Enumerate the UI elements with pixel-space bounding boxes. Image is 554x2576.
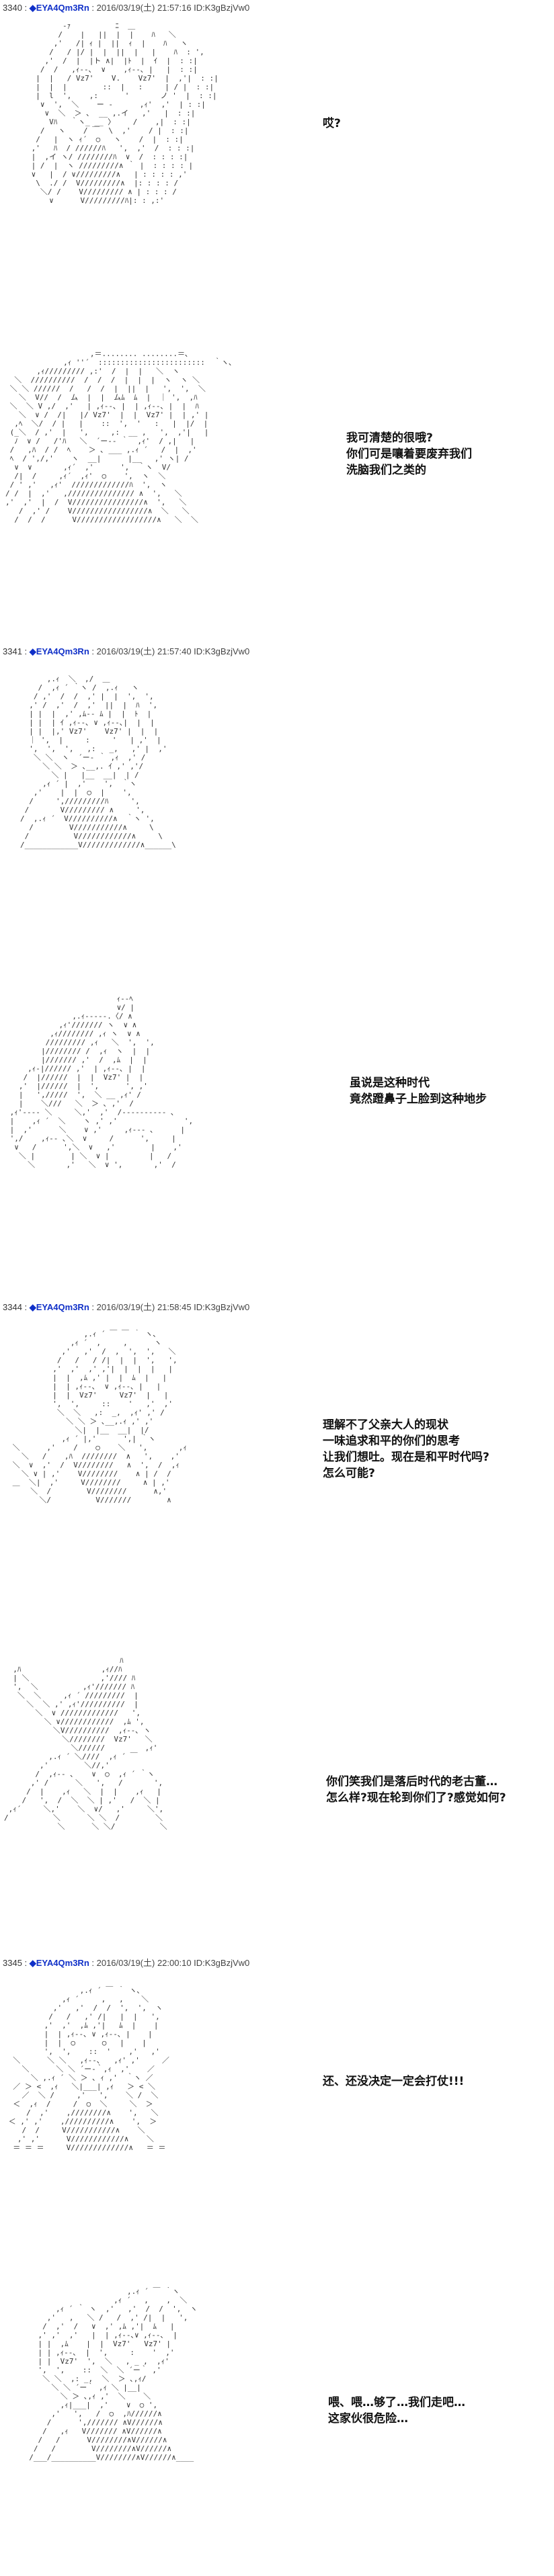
- post-number[interactable]: 3340: [3, 3, 22, 13]
- ascii-art: -ｧ ﾆ ＿ / | || | | ﾊ ＼ ,' /| ｨ | || ｨ | ﾊ…: [31, 22, 219, 205]
- ascii-art: ,.ｨ ´ ￣ ｀ ヽ､ ,ｨ ´ , , ＼ ,' ,' / / ', ', …: [8, 1986, 169, 2152]
- aa-panel: ,.ｨ ´ ￣ ｀ヽ ,ｨ ´ , , ＼ ,ｨ ´ ｀ ヽ ,' ,' / /…: [0, 2279, 554, 2576]
- speech-text: 还、还没决定一定会打仗!!!: [323, 2075, 465, 2088]
- ascii-art: ﾊ ,ﾊ ,ｨ//ﾊ | ＼ ,'//// ﾊ ', ＼ ,ｨ'/////// …: [4, 1656, 167, 1831]
- post-timestamp: 2016/03/19(土) 22:00:10 ID:K3gBzjVw0: [96, 1958, 250, 1968]
- speech-text: 喂、喂…够了…我们走吧… 这家伙很危险…: [328, 2396, 465, 2425]
- speech-text: 我可清楚的很哦? 你们可是嚷着要废弃我们 洗脑我们之类的: [346, 431, 472, 477]
- post-number[interactable]: 3341: [3, 646, 22, 656]
- speech-text: 你们笑我们是落后时代的老古董… 怎么样?现在轮到你们了?感觉如何?: [326, 1775, 506, 1805]
- post-number[interactable]: 3345: [3, 1958, 22, 1968]
- post-3344: 3344 : ◆EYA4Qm3Rn : 2016/03/19(土) 21:58:…: [0, 1300, 554, 1957]
- aa-panel: ｨ‐‐ﾍ ∨/ | ,.ｨ‐‐‐‐‐.〈/ ∧ ,ｨ'/////// ヽ ∨ ∧…: [0, 981, 554, 1297]
- poster-name[interactable]: ◆EYA4Qm3Rn: [29, 3, 89, 13]
- post-3341: 3341 : ◆EYA4Qm3Rn : 2016/03/19(土) 21:57:…: [0, 645, 554, 1300]
- aa-panel: ,.ｨ ´ ￣ ￣ ｀ ヽ、 ,ｨ ´ , , ヽ ,' ,' / , ', '…: [0, 1316, 554, 1632]
- post-number[interactable]: 3344: [3, 1302, 22, 1312]
- post-header: 3341 : ◆EYA4Qm3Rn : 2016/03/19(土) 21:57:…: [3, 646, 250, 656]
- post-timestamp: 2016/03/19(土) 21:57:16 ID:K3gBzjVw0: [96, 3, 250, 13]
- speech-text: 哎?: [323, 117, 341, 130]
- aa-panel: ﾊ ,ﾊ ,ｨ//ﾊ | ＼ ,'//// ﾊ ', ＼ ,ｨ'/////// …: [0, 1643, 554, 1957]
- post-timestamp: 2016/03/19(土) 21:58:45 ID:K3gBzjVw0: [96, 1302, 250, 1312]
- speech-text: 虽说是这种时代 竟然蹬鼻子上脸到这种地步: [350, 1076, 487, 1106]
- post-header: 3344 : ◆EYA4Qm3Rn : 2016/03/19(土) 21:58:…: [3, 1302, 250, 1312]
- poster-name[interactable]: ◆EYA4Qm3Rn: [29, 646, 89, 656]
- post-header: 3340 : ◆EYA4Qm3Rn : 2016/03/19(土) 21:57:…: [3, 3, 250, 13]
- post-header: 3345 : ◆EYA4Qm3Rn : 2016/03/19(土) 22:00:…: [3, 1958, 250, 1968]
- ascii-art: ,.ｨ ＼ ,/ ＿ / ,ｨ ´ ｀ヽ / ,.ｨ ヽ / ,' / / ,'…: [20, 675, 176, 849]
- ascii-art: ,＝........ ........＝､ ,ｨ ''´ :::::::::::…: [5, 349, 233, 524]
- post-3345: 3345 : ◆EYA4Qm3Rn : 2016/03/19(土) 22:00:…: [0, 1957, 554, 2576]
- ascii-art: ,.ｨ ´ ￣ ｀ヽ ,ｨ ´ , , ＼ ,ｨ ´ ｀ ヽ ,' ,' / /…: [29, 2287, 198, 2462]
- aa-panel: ,＝........ ........＝､ ,ｨ ''´ :::::::::::…: [0, 336, 554, 645]
- speech-text: 理解不了父亲大人的现状 一味追求和平的你们的思考 让我们想吐。现在是和平时代吗?…: [323, 1418, 489, 1480]
- post-3340: 3340 : ◆EYA4Qm3Rn : 2016/03/19(土) 21:57:…: [0, 0, 554, 645]
- ascii-art: ｨ‐‐ﾍ ∨/ | ,.ｨ‐‐‐‐‐.〈/ ∧ ,ｨ'/////// ヽ ∨ ∧…: [9, 994, 194, 1169]
- aa-panel: ,.ｨ ＼ ,/ ＿ / ,ｨ ´ ｀ヽ / ,.ｨ ヽ / ,' / / ,'…: [0, 661, 554, 957]
- aa-panel: -ｧ ﾆ ＿ / | || | | ﾊ ＼ ,' /| ｨ | || ｨ | ﾊ…: [0, 15, 554, 310]
- post-timestamp: 2016/03/19(土) 21:57:40 ID:K3gBzjVw0: [96, 646, 250, 656]
- poster-name[interactable]: ◆EYA4Qm3Rn: [29, 1302, 89, 1312]
- aa-panel: ,.ｨ ´ ￣ ｀ ヽ､ ,ｨ ´ , , ＼ ,' ,' / / ', ', …: [0, 1973, 554, 2268]
- ascii-art: ,.ｨ ´ ￣ ￣ ｀ ヽ、 ,ｨ ´ , , ヽ ,' ,' / , ', '…: [12, 1330, 187, 1504]
- poster-name[interactable]: ◆EYA4Qm3Rn: [29, 1958, 89, 1968]
